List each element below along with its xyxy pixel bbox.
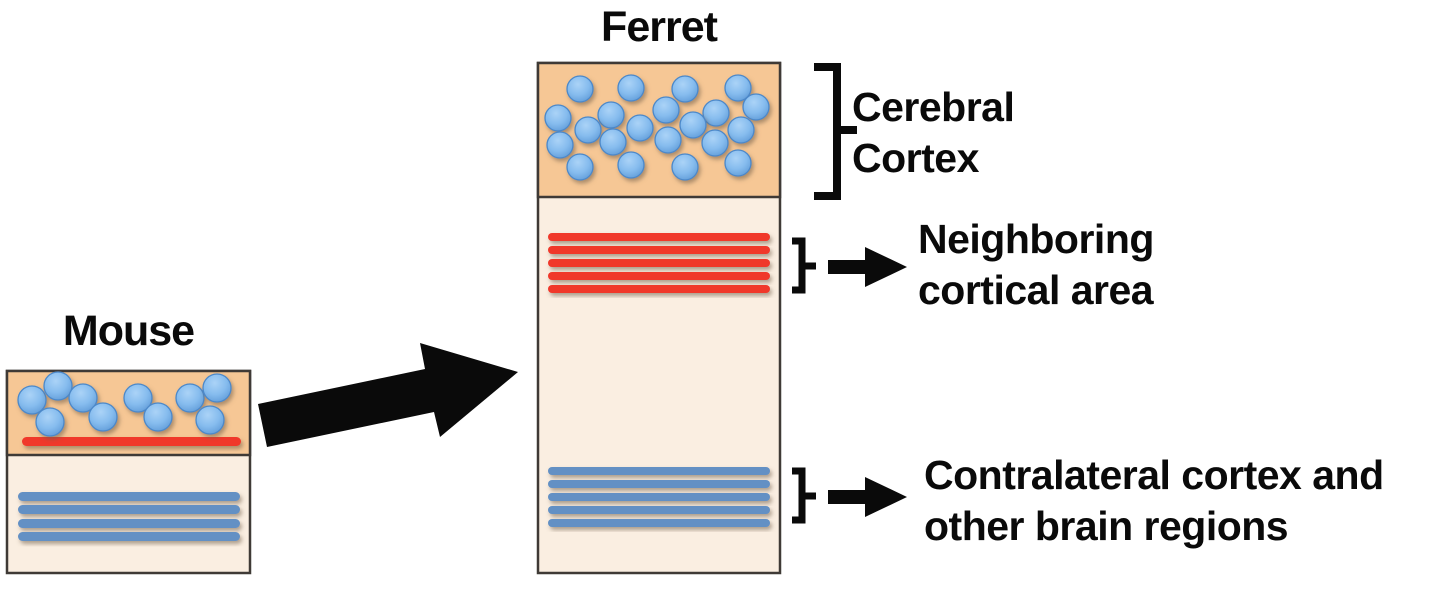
neighboring-label-line2: cortical area: [918, 267, 1154, 313]
cerebral-cortex-label-line1: Cerebral: [852, 84, 1015, 130]
mouse-neuron-icon: [123, 383, 153, 413]
ferret-neuron-icon: [727, 116, 755, 144]
ferret-neuron-icon: [724, 74, 752, 102]
red-bracket-icon: [792, 237, 816, 294]
neighboring-arrow-icon: [828, 247, 907, 287]
mouse-panel-title: Mouse: [62, 307, 195, 355]
mouse-neuron-icon: [35, 407, 65, 437]
contralateral-arrow-icon: [828, 477, 907, 517]
ferret-red-projection-line: [548, 259, 770, 267]
ferret-blue-projection-line: [548, 467, 770, 475]
mouse-neuron-icon: [68, 383, 98, 413]
ferret-red-projection-line: [548, 285, 770, 293]
mouse-to-ferret-arrow-icon: [258, 343, 518, 447]
mouse-neuron-icon: [17, 385, 47, 415]
ferret-blue-projection-line: [548, 493, 770, 501]
neighboring-cortical-area-label: Neighboring cortical area: [918, 214, 1154, 316]
ferret-neuron-icon: [626, 114, 654, 142]
ferret-neuron-icon: [742, 93, 770, 121]
ferret-neuron-icon: [652, 96, 680, 124]
ferret-neuron-icon: [617, 151, 645, 179]
ferret-neuron-icon: [671, 153, 699, 181]
ferret-neuron-icon: [679, 111, 707, 139]
ferret-neuron-icon: [566, 75, 594, 103]
ferret-neuron-icon: [617, 74, 645, 102]
ferret-neuron-icon: [574, 116, 602, 144]
mouse-neuron-icon: [195, 405, 225, 435]
contralateral-label-line1: Contralateral cortex and: [924, 452, 1384, 498]
ferret-panel-title: Ferret: [601, 3, 718, 51]
mouse-neuron-icon: [202, 373, 232, 403]
mouse-blue-projection-line: [18, 505, 240, 514]
ferret-neuron-icon: [654, 126, 682, 154]
ferret-neuron-icon: [671, 75, 699, 103]
mouse-blue-projection-line: [18, 532, 240, 541]
cerebral-cortex-label: Cerebral Cortex: [852, 82, 1015, 184]
mouse-blue-projection-line: [18, 492, 240, 501]
mouse-neuron-icon: [143, 402, 173, 432]
ferret-blue-projection-line: [548, 519, 770, 527]
ferret-neuron-icon: [544, 104, 572, 132]
contralateral-cortex-label: Contralateral cortex and other brain reg…: [924, 450, 1384, 552]
ferret-neuron-icon: [724, 149, 752, 177]
ferret-neuron-icon: [702, 99, 730, 127]
mouse-neuron-icon: [175, 383, 205, 413]
mouse-neuron-icon: [43, 371, 73, 401]
ferret-blue-projection-line: [548, 480, 770, 488]
mouse-red-projection-line: [22, 437, 241, 446]
ferret-neuron-icon: [546, 131, 574, 159]
mouse-blue-projection-line: [18, 519, 240, 528]
ferret-red-projection-line: [548, 272, 770, 280]
ferret-red-projection-line: [548, 233, 770, 241]
neighboring-label-line1: Neighboring: [918, 216, 1154, 262]
contralateral-label-line2: other brain regions: [924, 503, 1289, 549]
ferret-neuron-icon: [566, 153, 594, 181]
ferret-neuron-icon: [597, 101, 625, 129]
ferret-neuron-icon: [701, 129, 729, 157]
mouse-neuron-icon: [88, 402, 118, 432]
cerebral-bracket-icon: [814, 63, 857, 200]
ferret-red-projection-line: [548, 246, 770, 254]
ferret-blue-projection-line: [548, 506, 770, 514]
ferret-neuron-icon: [599, 128, 627, 156]
blue-bracket-icon: [792, 467, 816, 524]
cerebral-cortex-label-line2: Cortex: [852, 135, 979, 181]
